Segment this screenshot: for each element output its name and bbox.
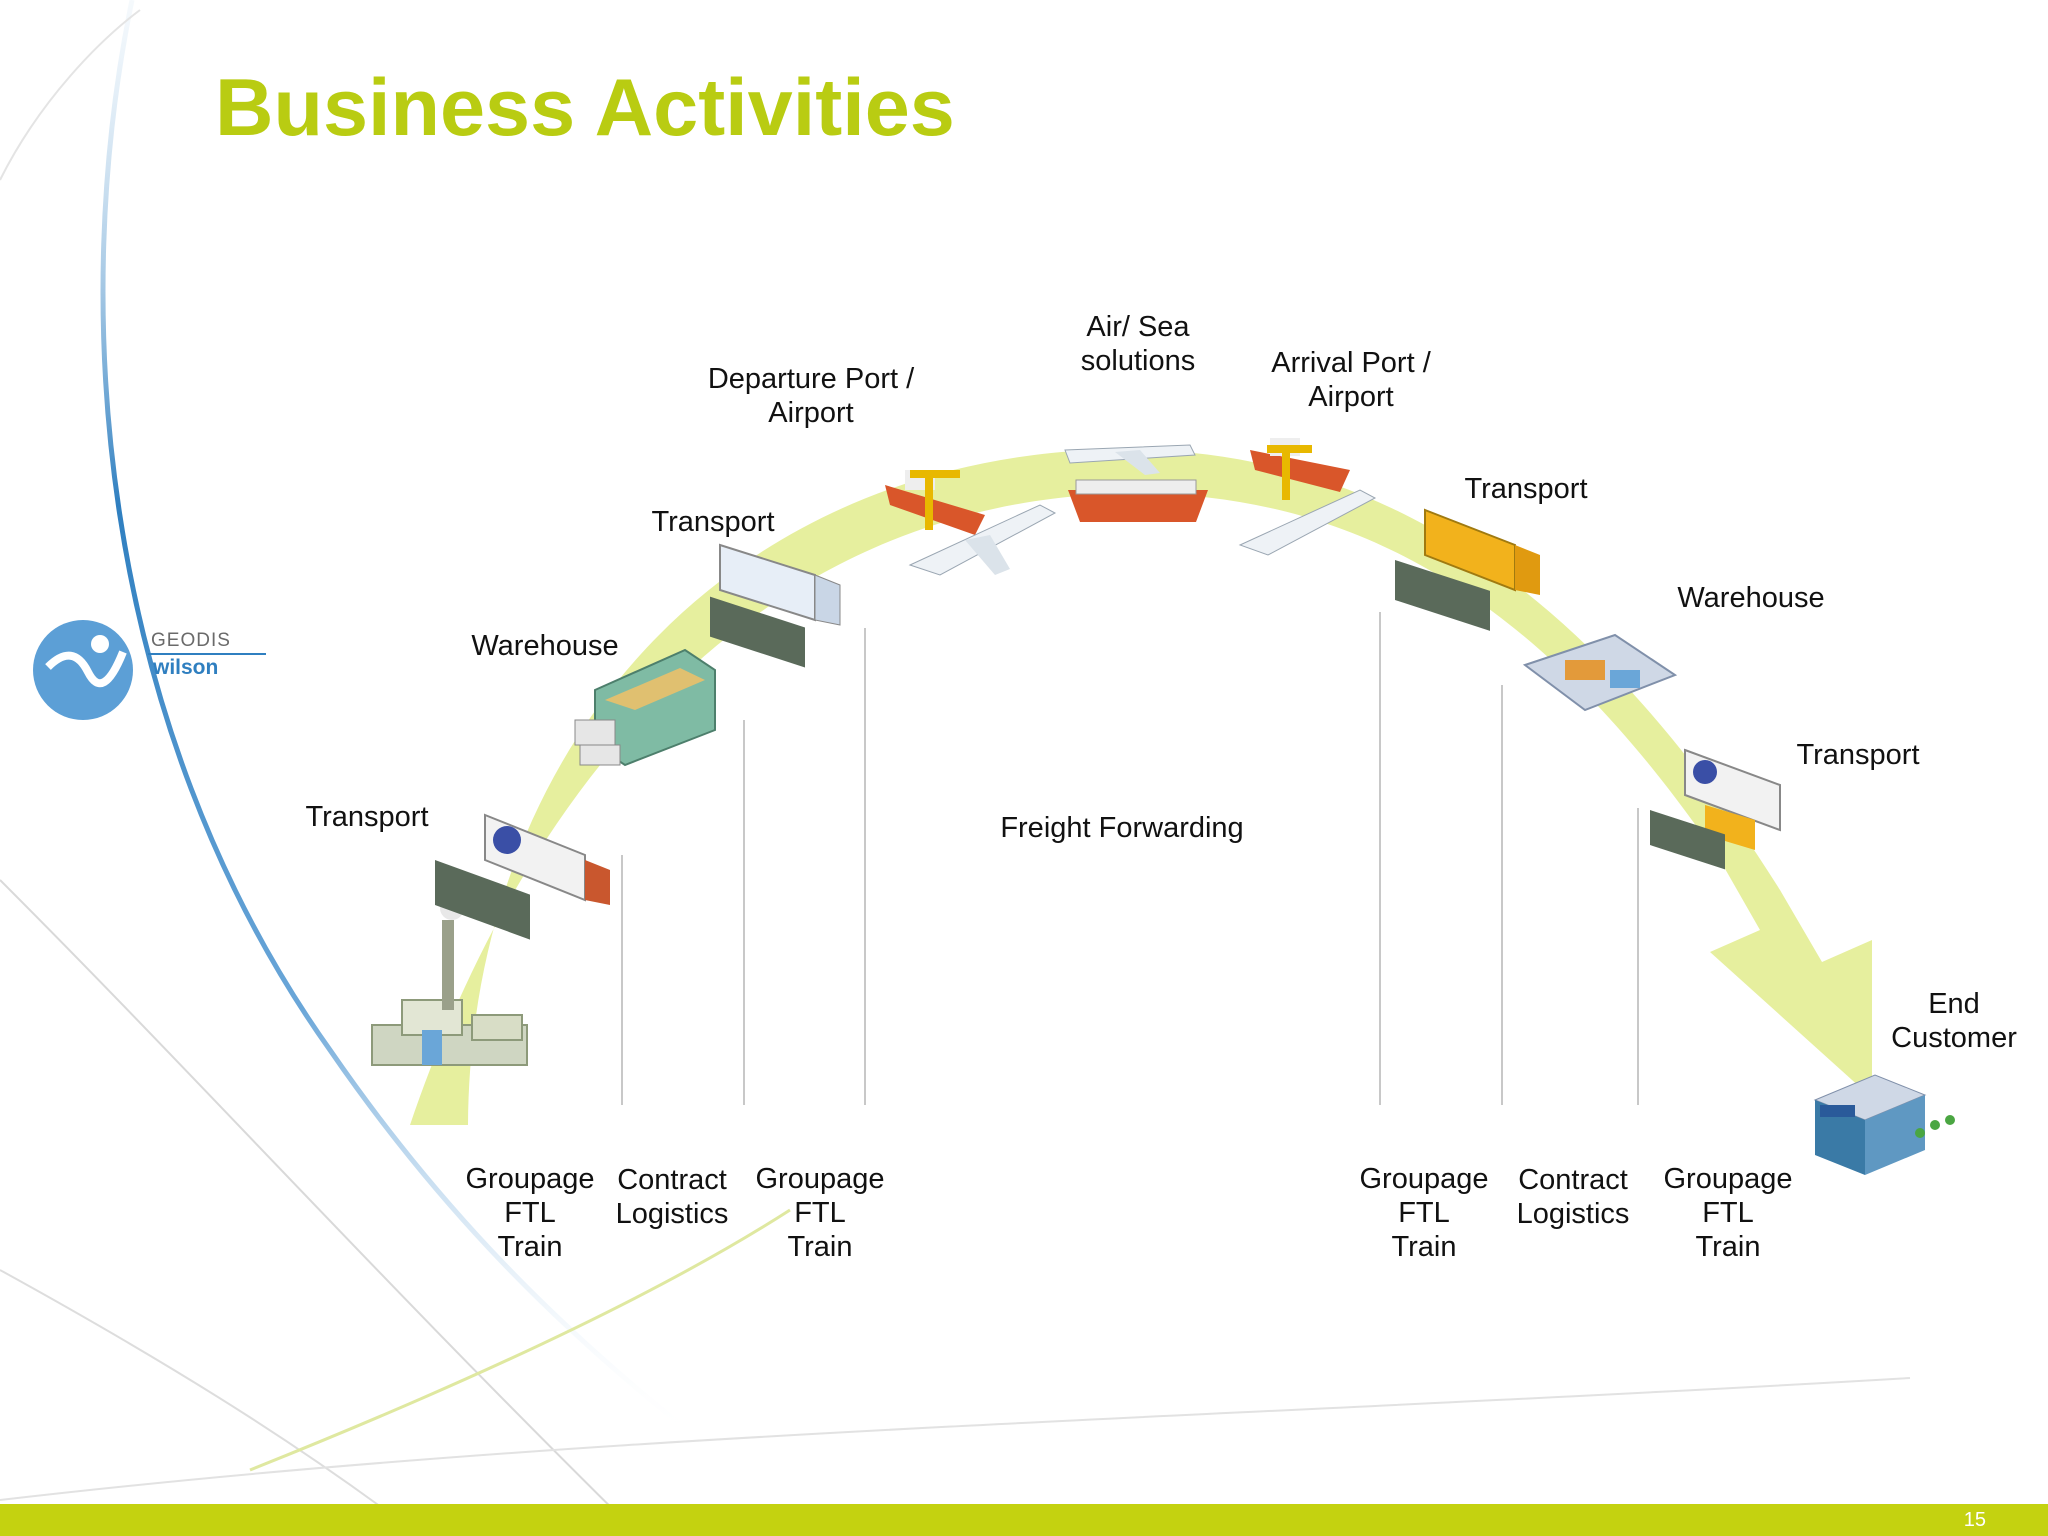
- bottom-label-line: Groupage: [755, 1163, 885, 1195]
- label-arrival: Arrival Port / Airport: [1271, 346, 1431, 414]
- page-title: Business Activities: [215, 63, 955, 153]
- label-transport-3: Transport: [1464, 473, 1588, 505]
- page-number: 15: [1963, 1509, 1986, 1531]
- label-arrival-line1: Arrival Port /: [1271, 347, 1431, 379]
- bottom-label-line: FTL: [1702, 1197, 1754, 1229]
- bottom-label-line: Logistics: [615, 1198, 729, 1230]
- crane-icon: [1267, 445, 1312, 500]
- bottom-label-line: FTL: [1398, 1197, 1450, 1229]
- logo-text-wilson: wilson: [153, 656, 219, 679]
- label-end-customer-line2: Customer: [1891, 1022, 2017, 1054]
- warehouse-icon: [574, 648, 716, 767]
- label-transport-2: Transport: [651, 506, 775, 538]
- bottom-label-line: Train: [1695, 1231, 1761, 1263]
- label-departure-line2: Airport: [768, 397, 854, 429]
- bottom-label-line: Groupage: [1663, 1163, 1793, 1195]
- bottom-label-line: FTL: [504, 1197, 556, 1229]
- crane-icon: [910, 470, 960, 530]
- gray-swoosh-1: [0, 879, 641, 1536]
- label-warehouse-1: Warehouse: [471, 630, 619, 662]
- label-freight-forwarding: Freight Forwarding: [1000, 812, 1244, 844]
- bottom-label-line: Train: [787, 1231, 853, 1263]
- bottom-label-right-contract: Contract Logistics: [1517, 1163, 1630, 1231]
- geodis-figure-icon: [33, 620, 133, 720]
- label-end-customer-line1: End: [1928, 988, 1980, 1020]
- bottom-label-line: Groupage: [465, 1163, 595, 1195]
- label-end-customer: End Customer: [1891, 987, 2017, 1055]
- green-swoosh: [249, 1208, 791, 1472]
- label-arrival-line2: Airport: [1308, 381, 1394, 413]
- bottom-label-line: Contract: [617, 1164, 727, 1196]
- bottom-label-line: Groupage: [1359, 1163, 1489, 1195]
- truck-icon: [1395, 508, 1540, 631]
- label-transport-1: Transport: [305, 801, 429, 833]
- airplane-icon: [908, 504, 1057, 576]
- bottom-label-right-groupage-2: Groupage FTL Train: [1664, 1162, 1793, 1264]
- truck-icon: [710, 543, 841, 668]
- bottom-label-line: Train: [497, 1231, 563, 1263]
- bottom-label-right-groupage-1: Groupage FTL Train: [1360, 1162, 1489, 1264]
- bottom-label-left-contract: Contract Logistics: [616, 1163, 729, 1231]
- bottom-label-left-groupage-2: Groupage FTL Train: [756, 1162, 885, 1264]
- ship-icon: [1068, 479, 1208, 522]
- label-air-sea-line2: solutions: [1080, 345, 1196, 377]
- airplane-icon: [1238, 489, 1377, 556]
- footer-bar: [0, 1504, 2048, 1536]
- label-air-sea: Air/ Sea solutions: [1081, 310, 1195, 378]
- bottom-label-line: Logistics: [1516, 1198, 1630, 1230]
- airplane-icon: [1064, 444, 1196, 475]
- label-transport-4: Transport: [1796, 739, 1920, 771]
- label-warehouse-2: Warehouse: [1677, 582, 1825, 614]
- label-air-sea-line1: Air/ Sea: [1086, 311, 1190, 343]
- divider-lines: [621, 612, 1639, 1105]
- warehouse-icon: [1522, 633, 1678, 712]
- blue-swoosh: [100, 0, 702, 1442]
- bottom-label-line: Contract: [1518, 1164, 1628, 1196]
- label-departure-line1: Departure Port /: [707, 363, 915, 395]
- bottom-label-line: Train: [1391, 1231, 1457, 1263]
- process-arc: [410, 449, 1872, 1125]
- gray-swoosh-2: [0, 1269, 421, 1536]
- bottom-label-line: FTL: [794, 1197, 846, 1229]
- truck-icon: [1650, 748, 1781, 870]
- gray-swoosh-3: [0, 1377, 1911, 1501]
- truck-icon: [435, 813, 610, 940]
- logo-text-geodis: GEODIS: [151, 630, 231, 651]
- bottom-label-left-groupage-1: Groupage FTL Train: [466, 1162, 595, 1264]
- gray-swoosh-4: [0, 9, 141, 181]
- label-departure: Departure Port / Airport: [708, 362, 914, 430]
- client-building-icon: [1813, 1074, 1955, 1175]
- logo-underline: [148, 653, 266, 655]
